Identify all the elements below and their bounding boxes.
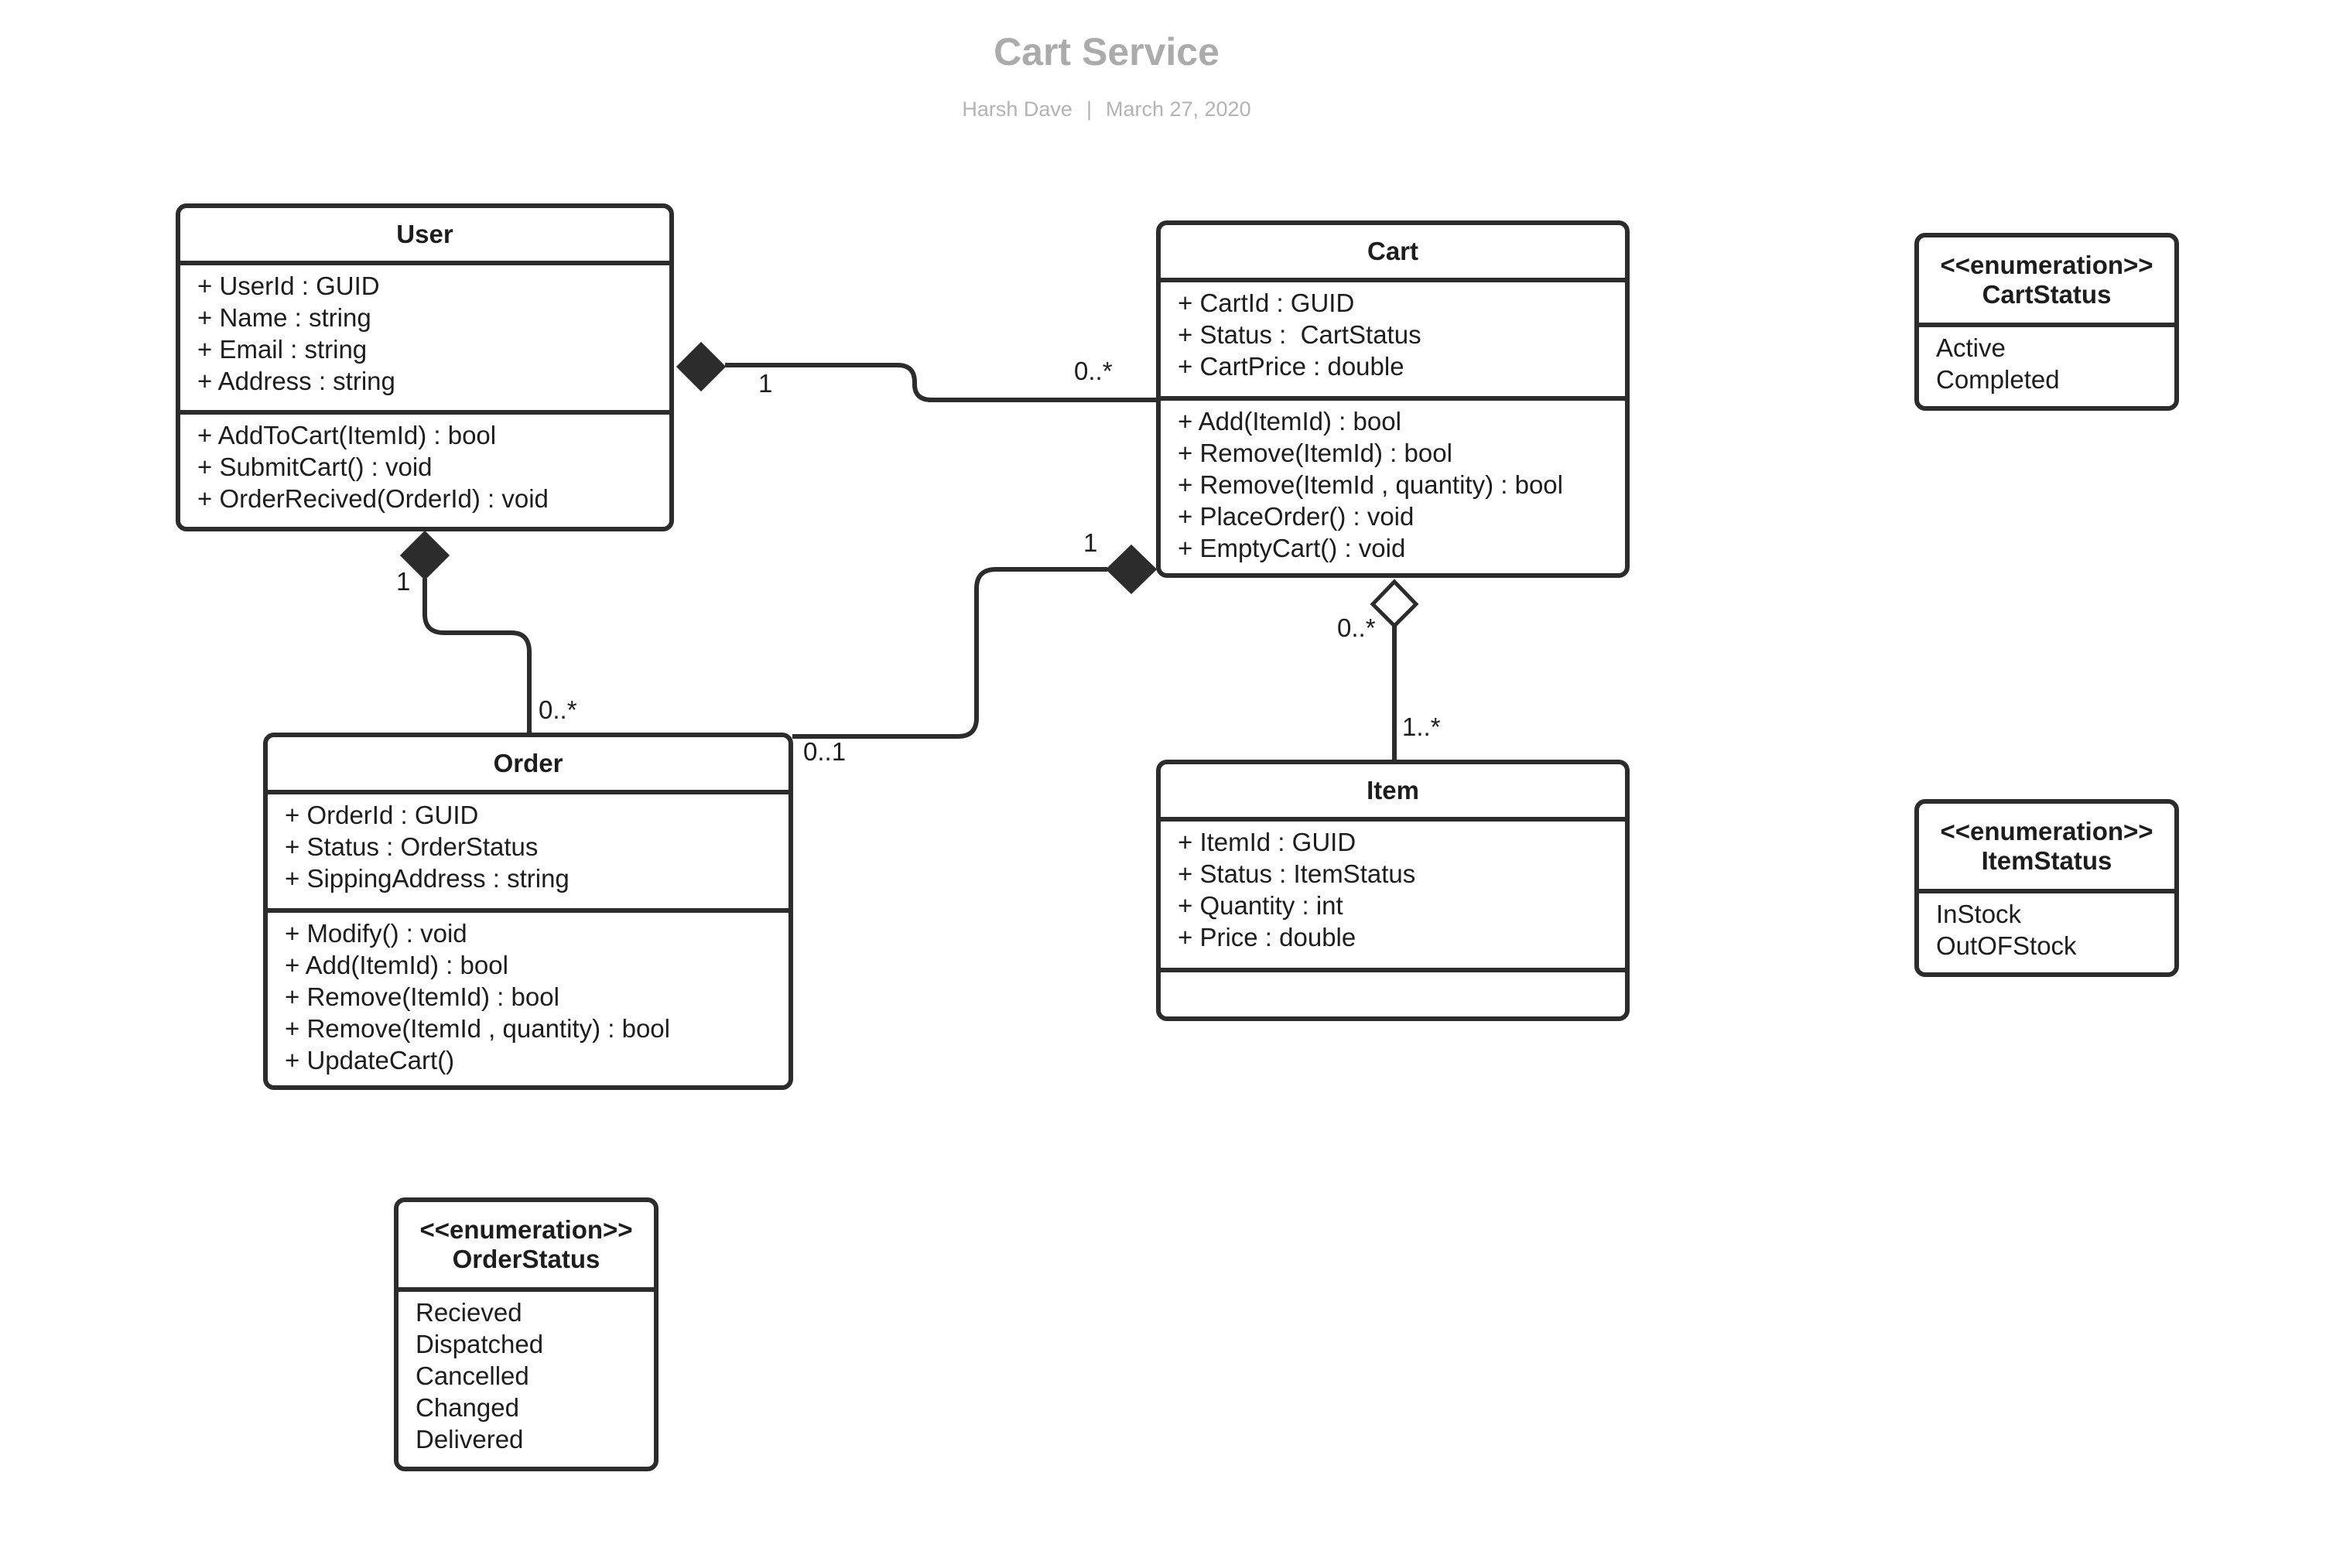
enum-order-status-values: Recieved Dispatched Cancelled Changed De… xyxy=(399,1292,654,1455)
attribute: + Quantity : int xyxy=(1178,891,1343,920)
enum-name: OrderStatus xyxy=(452,1245,600,1273)
composition-diamond-cart-order xyxy=(1105,544,1158,595)
attribute: + Email : string xyxy=(197,335,368,364)
multiplicity-cart-item-item: 1..* xyxy=(1402,712,1441,741)
cart-order-line[interactable] xyxy=(792,567,1107,739)
enum-stereotype: <<enumeration>> xyxy=(1940,817,2153,845)
enum-value: Delivered xyxy=(416,1425,524,1454)
enum-item-status-values: InStock OutOFStock xyxy=(1919,893,2174,962)
class-order-operations: + Modify() : void + Add(ItemId) : bool +… xyxy=(268,913,788,1076)
multiplicity-user-cart-cart: 0..* xyxy=(1074,357,1113,385)
enum-cart-status-header: <<enumeration>> CartStatus xyxy=(1919,237,2174,327)
attribute: + SippingAddress : string xyxy=(285,864,570,893)
attribute: + ItemId : GUID xyxy=(1178,828,1356,856)
multiplicity-cart-order-cart: 1 xyxy=(1083,528,1098,557)
enum-order-status-header: <<enumeration>> OrderStatus xyxy=(399,1202,654,1292)
operation: + EmptyCart() : void xyxy=(1178,534,1406,562)
operation: + Add(ItemId) : bool xyxy=(1178,407,1401,436)
operation: + OrderRecived(OrderId) : void xyxy=(197,484,549,513)
diagram-date: March 27, 2020 xyxy=(1105,97,1251,121)
class-cart-operations: + Add(ItemId) : bool + Remove(ItemId) : … xyxy=(1161,401,1625,564)
enum-order-status[interactable]: <<enumeration>> OrderStatus Recieved Dis… xyxy=(394,1197,659,1471)
attribute: + OrderId : GUID xyxy=(285,801,479,829)
enum-value: Recieved xyxy=(416,1298,522,1327)
multiplicity-user-order-order: 0..* xyxy=(539,695,577,724)
class-order[interactable]: Order + OrderId : GUID + Status : OrderS… xyxy=(263,733,793,1090)
class-user-name: User xyxy=(180,208,669,265)
enum-item-status-header: <<enumeration>> ItemStatus xyxy=(1919,804,2174,893)
aggregation-diamond-cart-item xyxy=(1370,579,1419,629)
enum-stereotype: <<enumeration>> xyxy=(1940,251,2153,279)
diagram-title: Cart Service xyxy=(994,30,1220,73)
attribute: + Status : CartStatus xyxy=(1178,320,1421,349)
operation: + Add(ItemId) : bool xyxy=(285,951,508,979)
class-user-attributes: + UserId : GUID + Name : string + Email … xyxy=(180,265,669,415)
class-order-name: Order xyxy=(268,737,788,794)
attribute: + Address : string xyxy=(197,367,395,395)
class-cart[interactable]: Cart + CartId : GUID + Status : CartStat… xyxy=(1156,220,1630,578)
attribute: + Status : OrderStatus xyxy=(285,832,539,861)
enum-cart-status[interactable]: <<enumeration>> CartStatus Active Comple… xyxy=(1914,233,2179,411)
enum-value: Active xyxy=(1936,333,2006,362)
author-name: Harsh Dave xyxy=(962,97,1072,121)
operation: + Remove(ItemId , quantity) : bool xyxy=(285,1014,670,1043)
operation: + Remove(ItemId) : bool xyxy=(285,982,559,1011)
enum-value: Cancelled xyxy=(416,1361,529,1390)
class-cart-name: Cart xyxy=(1161,225,1625,282)
attribute: + UserId : GUID xyxy=(197,272,380,300)
attribute: + CartPrice : double xyxy=(1178,352,1404,381)
subtitle-separator: | xyxy=(1086,97,1092,121)
operation: + AddToCart(ItemId) : bool xyxy=(197,421,497,449)
multiplicity-cart-item-cart: 0..* xyxy=(1337,613,1376,642)
class-cart-attributes: + CartId : GUID + Status : CartStatus + … xyxy=(1161,282,1625,401)
operation: + SubmitCart() : void xyxy=(197,453,433,481)
enum-value: Completed xyxy=(1936,365,2060,394)
operation: + PlaceOrder() : void xyxy=(1178,502,1415,531)
class-item-operations xyxy=(1161,972,1625,977)
class-item[interactable]: Item + ItemId : GUID + Status : ItemStat… xyxy=(1156,760,1630,1021)
user-cart-line[interactable] xyxy=(725,363,1156,402)
attribute: + Name : string xyxy=(197,303,371,332)
class-item-name: Item xyxy=(1161,764,1625,822)
diagram-subtitle: Harsh Dave | March 27, 2020 xyxy=(0,97,2213,121)
class-order-attributes: + OrderId : GUID + Status : OrderStatus … xyxy=(268,794,788,913)
operation: + Remove(ItemId) : bool xyxy=(1178,439,1452,467)
class-item-attributes: + ItemId : GUID + Status : ItemStatus + … xyxy=(1161,822,1625,972)
attribute: + CartId : GUID xyxy=(1178,289,1355,317)
enum-value: InStock xyxy=(1936,900,2022,928)
enum-name: CartStatus xyxy=(1982,280,2112,309)
composition-diamond-user-order xyxy=(399,530,450,581)
enum-value: Dispatched xyxy=(416,1330,544,1358)
operation: + Modify() : void xyxy=(285,919,467,948)
operation: + Remove(ItemId , quantity) : bool xyxy=(1178,470,1563,499)
attribute: + Status : ItemStatus xyxy=(1178,859,1416,888)
enum-value: Changed xyxy=(416,1393,519,1422)
enum-cart-status-values: Active Completed xyxy=(1919,327,2174,395)
attribute: + Price : double xyxy=(1178,923,1356,951)
operation: + UpdateCart() xyxy=(285,1046,455,1074)
user-order-line[interactable] xyxy=(422,579,532,735)
class-user[interactable]: User + UserId : GUID + Name : string + E… xyxy=(176,203,674,531)
enum-name: ItemStatus xyxy=(1981,846,2112,875)
class-user-operations: + AddToCart(ItemId) : bool + SubmitCart(… xyxy=(180,415,669,514)
enum-stereotype: <<enumeration>> xyxy=(419,1215,633,1244)
enum-item-status[interactable]: <<enumeration>> ItemStatus InStock OutOF… xyxy=(1914,799,2179,977)
multiplicity-user-order-user: 1 xyxy=(396,567,411,596)
enum-value: OutOFStock xyxy=(1936,931,2077,960)
multiplicity-user-cart-user: 1 xyxy=(758,369,773,398)
composition-diamond-user-cart xyxy=(676,341,727,392)
multiplicity-cart-order-order: 0..1 xyxy=(803,737,847,766)
